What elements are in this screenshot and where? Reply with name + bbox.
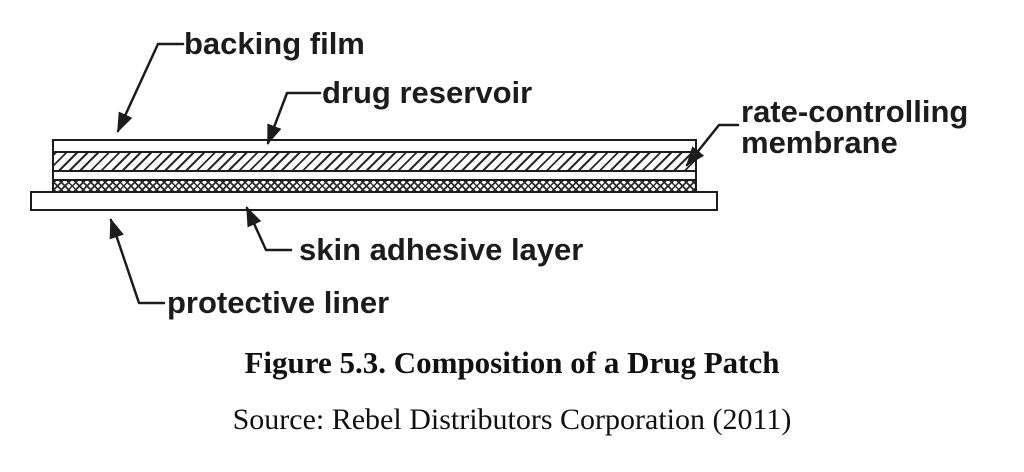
backing-film-label: backing film — [184, 26, 365, 61]
backing-film-arrow — [116, 42, 185, 133]
figure-caption: Figure 5.3. Composition of a Drug Patch — [244, 345, 780, 380]
skin-adhesive-layer-label: skin adhesive layer — [299, 232, 584, 267]
rate-controlling-membrane-arrow — [685, 123, 740, 167]
rate-controlling-membrane-label-line1: rate-controlling — [741, 94, 969, 129]
rate-controlling-membrane-label-line2: membrane — [741, 125, 898, 160]
protective-liner-arrow — [109, 218, 166, 305]
skin-adhesive-arrow — [245, 206, 293, 252]
figure-source: Source: Rebel Distributors Corporation (… — [232, 403, 792, 436]
protective-liner-label: protective liner — [167, 285, 390, 320]
skin-adhesive-layer — [52, 179, 697, 193]
rate-controlling-membrane-label: rate-controlling membrane — [741, 96, 968, 158]
drug-reservoir-arrow — [266, 91, 322, 145]
drug-reservoir-label: drug reservoir — [322, 75, 533, 110]
